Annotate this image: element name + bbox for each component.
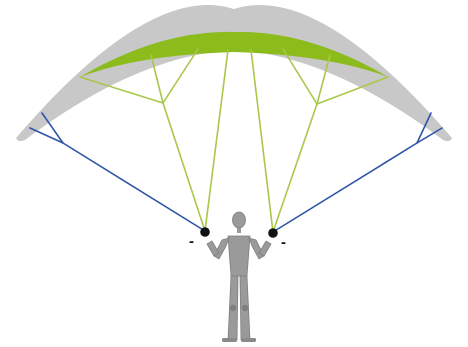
pilot-figure [207,212,271,342]
right-brake-handle [268,228,278,238]
left-brake-handle [200,227,210,237]
pilot-head [233,212,246,228]
canopy-wing [16,5,452,141]
left-outer-lines [30,113,205,231]
right-brake-sign: - [281,234,286,251]
right-outer-lines [273,113,442,232]
pilot-torso [228,236,250,276]
left-brake-sign: - [189,233,194,250]
